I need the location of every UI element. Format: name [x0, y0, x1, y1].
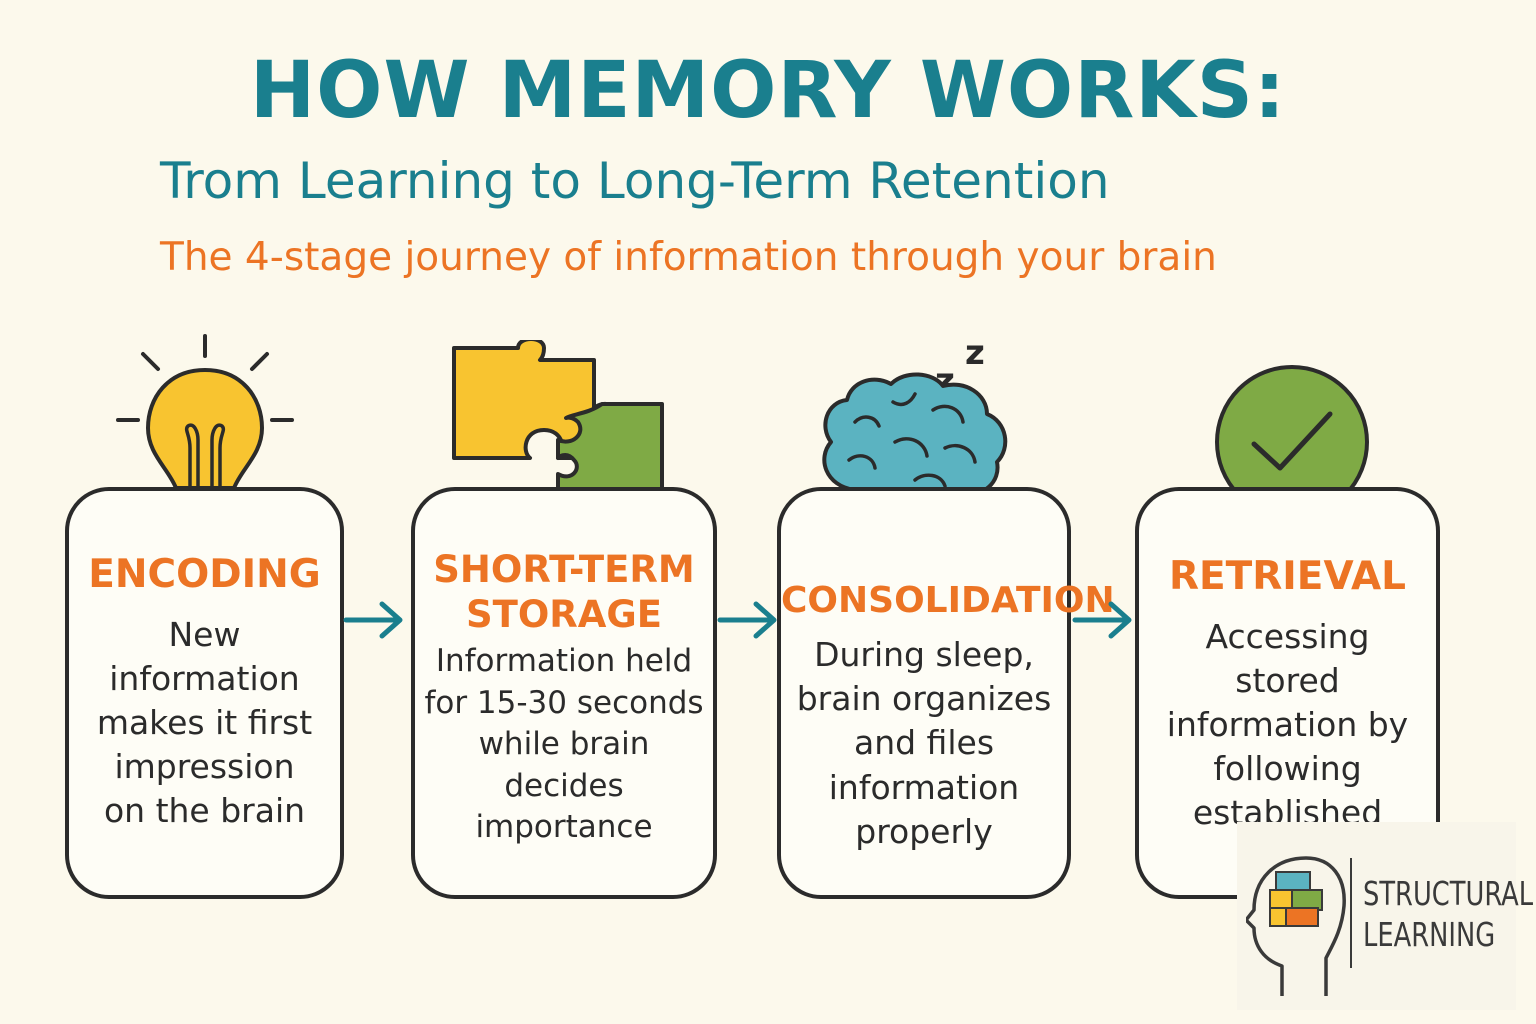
- checkmark-icon: [1215, 365, 1369, 519]
- stage-description: During sleep, brain organizes and files …: [796, 634, 1052, 851]
- stage-card-short-term-storage: SHORT-TERM STORAGE Information held for …: [411, 487, 717, 899]
- stage-title: ENCODING: [88, 552, 321, 597]
- puzzle-icon: [452, 340, 664, 508]
- sleeping-brain-icon: z z: [822, 333, 1008, 542]
- stage-title: CONSOLIDATION: [781, 580, 1115, 621]
- stage-title: SHORT-TERM STORAGE: [433, 548, 695, 637]
- stage-card-encoding: ENCODING New information makes it first …: [65, 487, 344, 899]
- structural-learning-logo-icon: [1246, 856, 1346, 996]
- logo-divider: [1350, 858, 1352, 968]
- logo-wordmark: STRUCTURAL LEARNING: [1363, 874, 1534, 955]
- subtitle: Trom Learning to Long-Term Retention: [160, 152, 1110, 210]
- arrow-right-icon: [1072, 601, 1132, 639]
- stage-description: Information held for 15-30 seconds while…: [424, 643, 704, 846]
- stage-title: RETRIEVAL: [1168, 554, 1407, 599]
- svg-text:z: z: [965, 333, 985, 373]
- arrow-right-icon: [343, 601, 403, 639]
- tagline: The 4-stage journey of information throu…: [160, 235, 1217, 280]
- stage-card-consolidation: CONSOLIDATION During sleep, brain organi…: [777, 487, 1115, 899]
- main-title: HOW MEMORY WORKS:: [249, 46, 1287, 136]
- stage-description: New information makes it first impressio…: [96, 614, 313, 831]
- arrow-right-icon: [717, 601, 777, 639]
